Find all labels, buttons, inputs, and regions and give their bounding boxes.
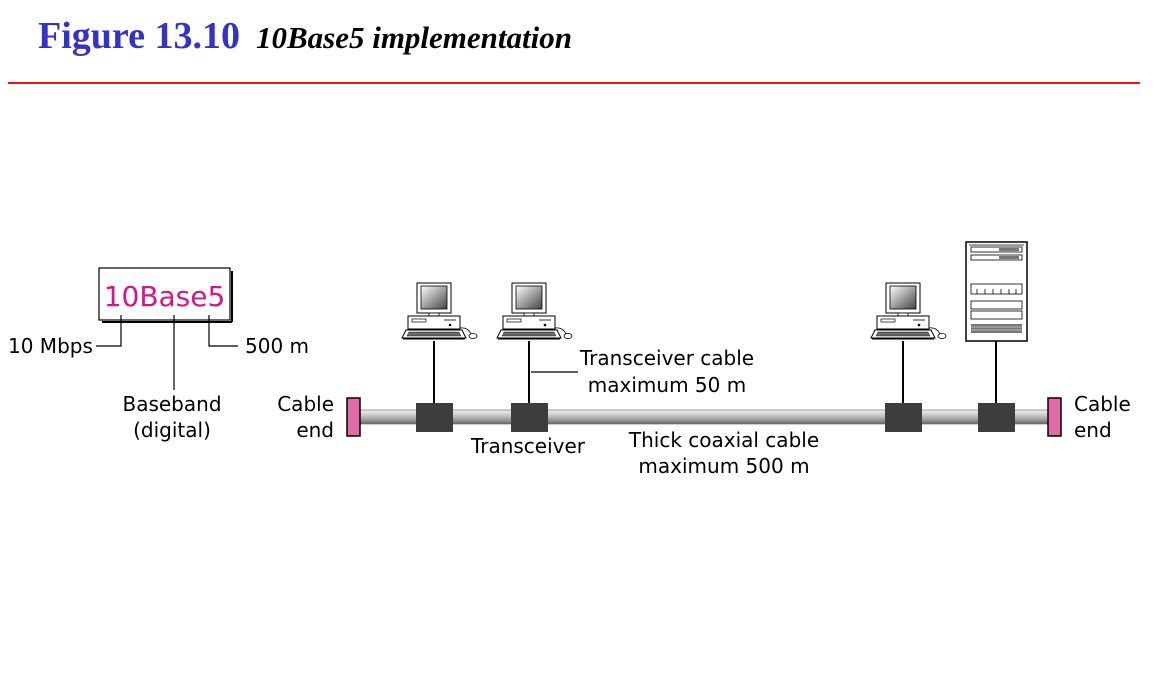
cable-end-left-label-line2: end [296,418,334,442]
transceiver-2 [511,403,548,432]
left-terminator [346,397,361,437]
rate-leader [96,315,122,347]
transceiver-4 [978,403,1015,432]
workstation-2-icon [496,282,573,340]
transceiver-cable-label-line1: Transceiver cable [579,346,754,370]
workstation-1-icon [401,282,478,340]
coax-label-line2: maximum 500 m [638,454,809,478]
workstation-3-icon [870,282,947,340]
rate-label: 10 Mbps [8,334,93,358]
cable-end-right-label-line2: end [1074,418,1112,442]
cable-end-left-label-line1: Cable [277,392,334,416]
transceivers [416,403,1015,432]
legend-frame [98,267,231,321]
baseband-label: Baseband [122,392,221,416]
title-divider [8,82,1140,84]
cable-end-right-label-line1: Cable [1074,392,1131,416]
transceiver-1 [416,403,453,432]
length-label: 500 m [245,334,309,358]
digital-label: (digital) [133,418,211,442]
transceiver-cables [433,341,997,404]
transceiver-cable-label-line2: maximum 50 m [588,373,746,397]
figure-title: Figure 13.10 10Base5 implementation [38,14,572,58]
right-terminator [1047,397,1062,437]
legend-name: 10Base5 [104,280,226,313]
coax-body [359,409,1049,425]
coax-label-line1: Thick coaxial cable [628,428,819,452]
legend-box: 10Base5 10 Mbps 500 m Baseband (digital) [8,267,309,442]
transceiver-3 [885,403,922,432]
figure-number: Figure 13.10 [38,15,240,57]
transceiver-label: Transceiver [470,434,586,458]
server-icon [965,241,1028,342]
length-leader [208,315,238,347]
figure-caption: 10Base5 implementation [255,20,572,55]
